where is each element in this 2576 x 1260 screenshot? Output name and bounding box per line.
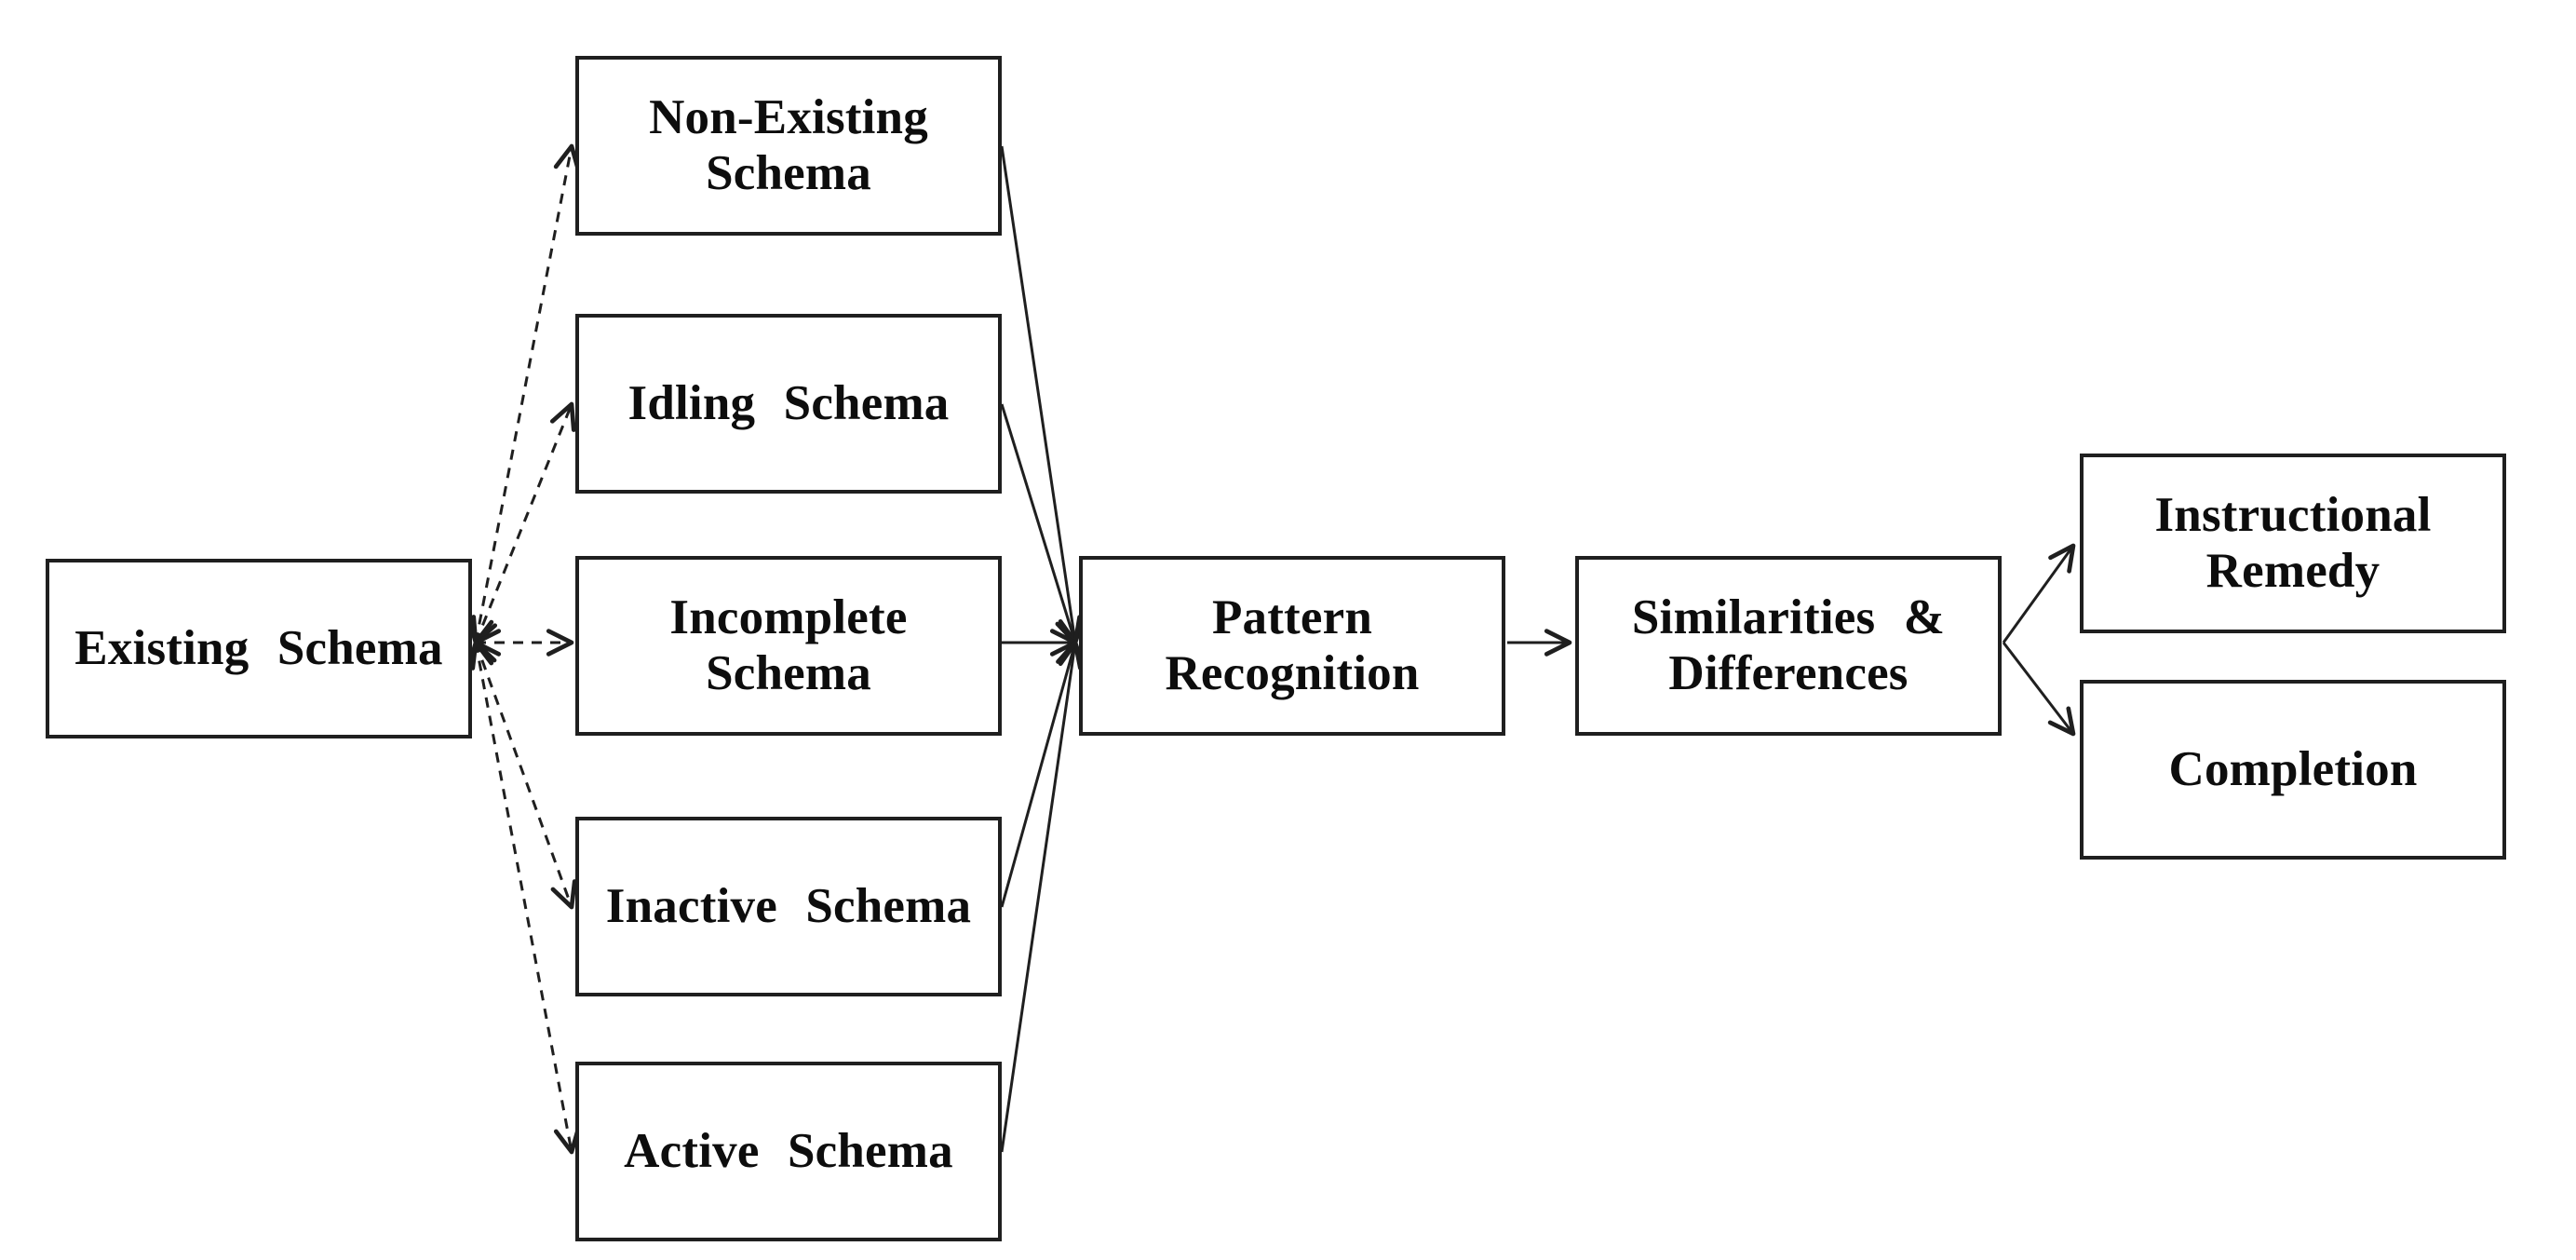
node-label-idling-schema: Idling Schema — [627, 375, 950, 430]
node-instructional-remedy: Instructional Remedy — [2080, 454, 2506, 633]
edge-idling-to-pattern — [1000, 403, 1082, 645]
node-label-active-schema: Active Schema — [624, 1123, 953, 1178]
node-similarities-differences: Similarities & Differences — [1575, 556, 2002, 736]
edge-active-to-pattern — [1000, 640, 1086, 1153]
edge-existing-to-active — [466, 640, 581, 1155]
edge-non-existing-to-pattern — [1000, 145, 1086, 645]
node-inactive-schema: Inactive Schema — [575, 817, 1002, 996]
node-label-inactive-schema: Inactive Schema — [605, 878, 972, 933]
node-non-existing-schema: Non-Existing Schema — [575, 56, 1002, 236]
edge-similarities-to-instructional — [2002, 543, 2076, 644]
node-label-pattern-recognition: Pattern Recognition — [1165, 590, 1420, 700]
node-active-schema: Active Schema — [575, 1062, 1002, 1241]
node-completion: Completion — [2080, 680, 2506, 860]
node-idling-schema: Idling Schema — [575, 314, 1002, 494]
node-existing-schema: Existing Schema — [46, 559, 472, 738]
node-pattern-recognition: Pattern Recognition — [1079, 556, 1505, 736]
edge-existing-to-inactive — [470, 640, 577, 910]
node-label-similarities-differences: Similarities & Differences — [1631, 590, 1946, 700]
node-incomplete-schema: Incomplete Schema — [575, 556, 1002, 736]
edge-similarities-to-completion — [2002, 642, 2076, 737]
node-label-completion: Completion — [2168, 741, 2418, 796]
node-label-incomplete-schema: Incomplete Schema — [669, 590, 908, 700]
edge-existing-to-idling — [471, 401, 576, 645]
node-label-non-existing-schema: Non-Existing Schema — [649, 90, 928, 200]
node-label-existing-schema: Existing Schema — [74, 620, 443, 675]
edge-inactive-to-pattern — [1000, 640, 1083, 908]
node-label-instructional-remedy: Instructional Remedy — [2154, 488, 2432, 598]
edge-existing-to-non-existing — [466, 143, 581, 645]
